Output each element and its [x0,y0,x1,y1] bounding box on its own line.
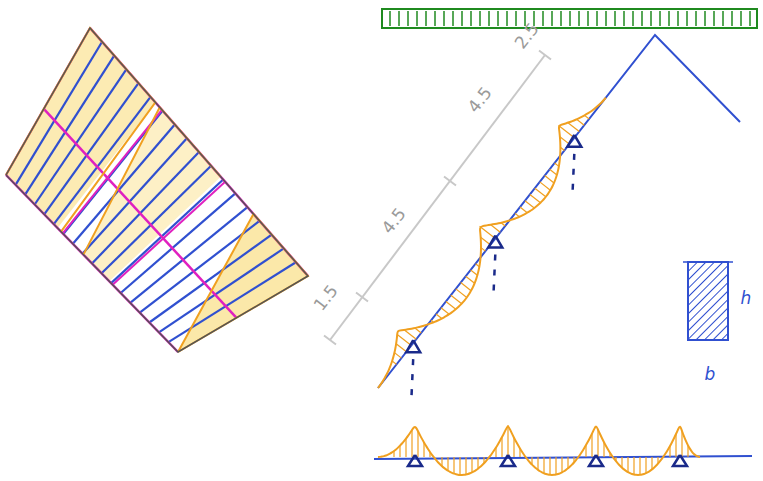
roof-panel [6,28,308,352]
continuous-beam [374,425,752,475]
section-height: h [741,290,752,307]
section-width: b [705,366,716,383]
dimension-label: 4.5 [379,205,409,237]
dimension-label: 1.5 [311,282,341,314]
roof-frame [324,9,757,403]
dimension-label: 4.5 [465,84,495,116]
cross-section [688,262,728,340]
section-edge [683,261,733,263]
